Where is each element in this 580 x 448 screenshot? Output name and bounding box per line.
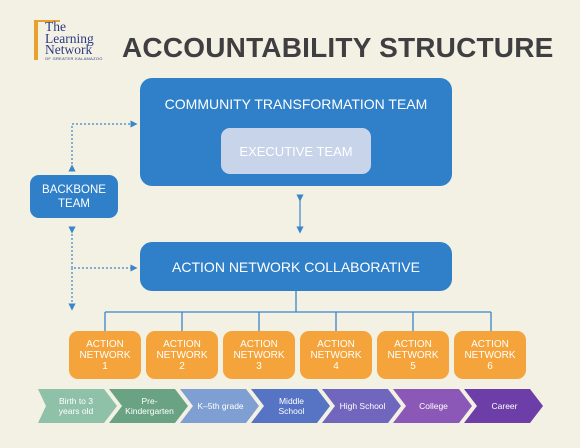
stage-chevron <box>393 389 472 423</box>
dotted-link-collaborative <box>68 226 138 272</box>
stage-label: K–5th grade <box>197 401 244 411</box>
backbone-team-label-2: TEAM <box>58 197 90 210</box>
action-network-number: 3 <box>256 360 262 372</box>
stage-chevron <box>322 389 401 423</box>
logo-line-3: Network <box>45 42 93 57</box>
stage-chevron <box>38 389 117 423</box>
action-network-word: NETWORK <box>156 349 208 361</box>
stage-label: Career <box>491 401 518 411</box>
action-network-1: ACTION NETWORK 1 <box>69 331 141 379</box>
stage-label: High School <box>339 401 386 411</box>
action-network-number: 2 <box>179 360 185 372</box>
action-network-word: ACTION <box>240 338 278 350</box>
action-network-word: NETWORK <box>233 349 285 361</box>
logo-wordmark: The Learning Network <box>45 19 94 57</box>
stage-label: Birth to 3 years old <box>58 396 94 416</box>
action-network-collaborative-box: ACTION NETWORK COLLABORATIVE <box>140 242 452 291</box>
stage-chevrons <box>38 389 543 423</box>
action-network-number: 1 <box>102 360 108 372</box>
action-network-4: ACTION NETWORK 4 <box>300 331 372 379</box>
action-network-word: ACTION <box>471 338 509 350</box>
community-transformation-team-label: COMMUNITY TRANSFORMATION TEAM <box>164 96 428 112</box>
action-network-word: NETWORK <box>79 349 131 361</box>
page-title: ACCOUNTABILITY STRUCTURE <box>122 32 554 63</box>
logo-line-2: Learning <box>45 30 94 46</box>
action-network-number: 5 <box>410 360 416 372</box>
stage-chevron <box>251 389 330 423</box>
dotted-link-community <box>68 120 138 172</box>
action-network-word: ACTION <box>394 338 432 350</box>
stage-chevron <box>109 389 188 423</box>
stage-label: Pre-Kindergarten <box>125 396 174 416</box>
action-network-word: ACTION <box>163 338 201 350</box>
action-network-word: ACTION <box>86 338 124 350</box>
action-network-word: NETWORK <box>310 349 362 361</box>
logo-line-1: The <box>45 19 66 34</box>
stage-chevron <box>180 389 259 423</box>
action-network-3: ACTION NETWORK 3 <box>223 331 295 379</box>
action-network-6: ACTION NETWORK 6 <box>454 331 526 379</box>
executive-team-label: EXECUTIVE TEAM <box>239 143 353 159</box>
learning-network-logo: The Learning Network OF GREATER KALAMAZO… <box>34 20 114 62</box>
backbone-team-box: BACKBONE TEAM <box>30 175 118 218</box>
action-network-collaborative-label: ACTION NETWORK COLLABORATIVE <box>172 258 420 275</box>
executive-team-box: EXECUTIVE TEAM <box>221 128 371 174</box>
stage-label: Middle School <box>278 396 305 416</box>
backbone-team-label-1: BACKBONE <box>42 183 106 196</box>
action-network-word: NETWORK <box>387 349 439 361</box>
logo-subtitle: OF GREATER KALAMAZOO <box>45 56 103 61</box>
logo-top-bar <box>38 20 60 22</box>
action-network-word: ACTION <box>317 338 355 350</box>
stage-label: College <box>419 401 448 411</box>
action-network-number: 6 <box>487 360 493 372</box>
stage-chevron <box>464 389 543 423</box>
action-network-word: NETWORK <box>464 349 516 361</box>
logo-bar <box>34 20 38 60</box>
action-network-number: 4 <box>333 360 339 372</box>
action-network-5: ACTION NETWORK 5 <box>377 331 449 379</box>
action-network-2: ACTION NETWORK 2 <box>146 331 218 379</box>
